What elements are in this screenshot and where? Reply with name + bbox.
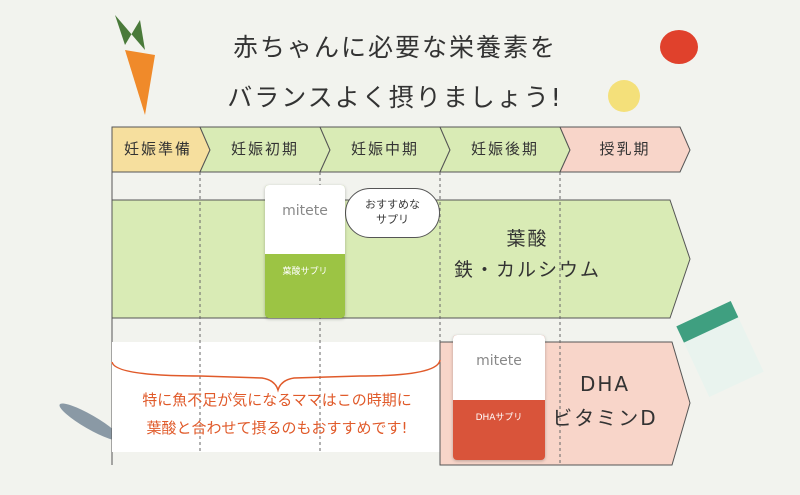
tomato-illustration: [660, 30, 698, 64]
nutrient-vitamin-d: ビタミンD: [552, 406, 658, 430]
title-line-2: バランスよく摂りましょう!: [227, 83, 563, 112]
stage-late: 妊娠後期: [470, 140, 539, 158]
nutrient-dha: DHA: [579, 372, 631, 396]
green-band-shape: [111, 199, 691, 319]
dha-supplement-package[interactable]: mitete DHAサプリ: [453, 335, 545, 460]
brace: [111, 359, 441, 393]
stage-mid: 妊娠中期: [350, 140, 419, 158]
product-name: 葉酸サプリ: [282, 267, 328, 278]
carrot-illustration: [95, 10, 165, 115]
stage-lactation: 授乳期: [599, 140, 651, 158]
note-area: [112, 342, 440, 452]
stage-early: 妊娠初期: [230, 140, 299, 158]
folic-acid-supplement-package[interactable]: mitete 葉酸サプリ: [265, 185, 345, 318]
title-line-1: 赤ちゃんに必要な栄養素を: [232, 33, 557, 62]
recommend-bubble: おすすめな サプリ: [345, 188, 440, 238]
bubble-line-2: サプリ: [376, 213, 409, 226]
nutrient-folic-acid: 葉酸: [506, 228, 549, 250]
bubble-line-1: おすすめな: [365, 198, 420, 211]
product-logo: mitete: [476, 353, 522, 369]
product-name: DHAサプリ: [475, 413, 523, 423]
product-logo: mitete: [282, 203, 328, 219]
note-line-2: 葉酸と合わせて摂るのもおすすめです!: [146, 419, 408, 437]
nutrient-iron-calcium: 鉄・カルシウム: [453, 259, 601, 281]
note-line-1: 特に魚不足が気になるママはこの時期に: [142, 391, 412, 409]
lemon-illustration: [608, 80, 640, 112]
stage-lactation-shape: [559, 126, 691, 173]
stage-prep: 妊娠準備: [123, 140, 192, 158]
